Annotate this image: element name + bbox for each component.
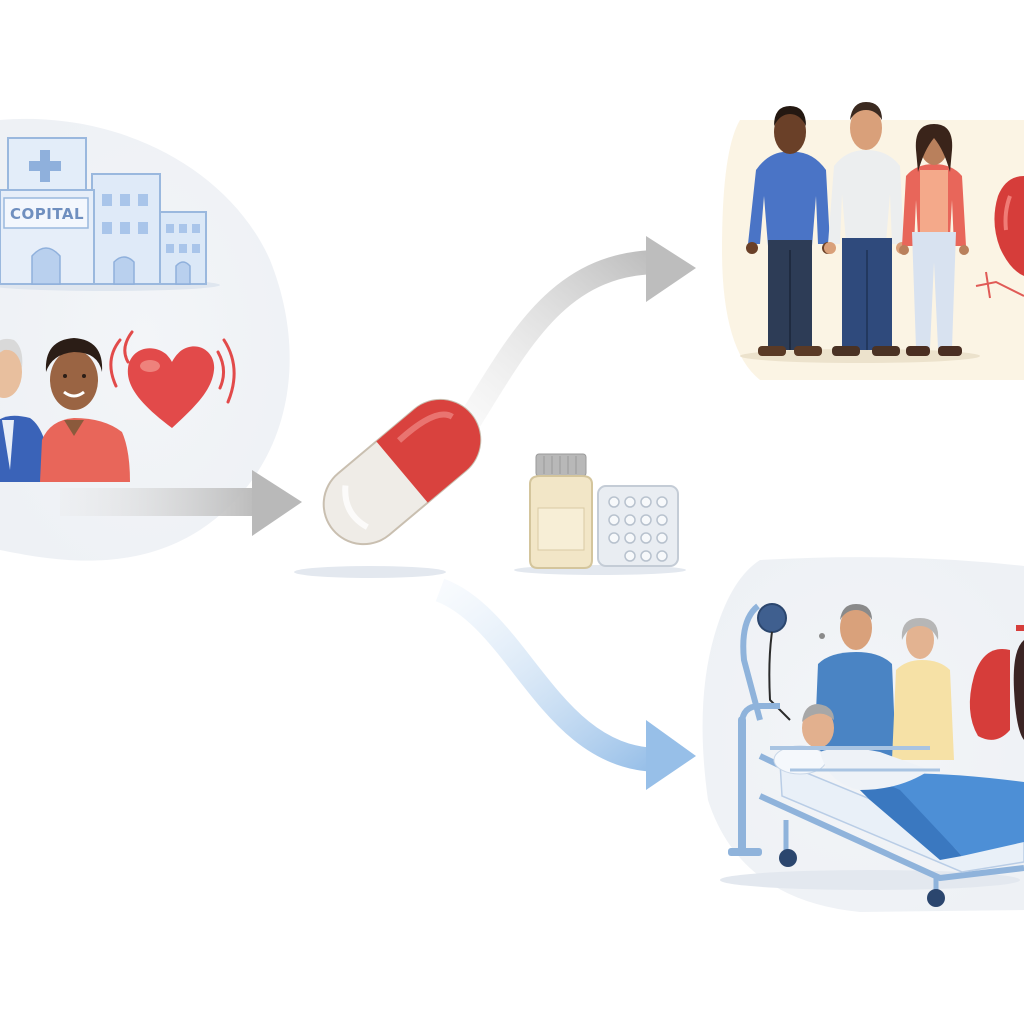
medicine-bottle-icon: [514, 453, 686, 575]
lung-organ-icon: [969, 625, 1024, 740]
arrow-to-treatment: [60, 470, 302, 536]
capsule-pill-icon: [294, 398, 482, 578]
arrow-to-poor-outcome: [435, 578, 696, 790]
visitor-woman-figure: [892, 618, 954, 760]
arrow-to-good-outcome: [459, 236, 696, 427]
healthy-outcome-group: [722, 102, 1024, 380]
visitor-man-figure: [814, 604, 896, 760]
patient-group-left: COPITAL: [0, 118, 290, 561]
blister-pack-icon: [597, 485, 679, 567]
heart-icon: [109, 330, 236, 428]
hospital-building-icon: COPITAL: [0, 137, 220, 291]
hospital-sign-text: COPITAL: [10, 205, 84, 223]
man-figure-blue: [746, 106, 834, 356]
woman-figure-coral: [899, 124, 969, 356]
elderly-man-figure: [0, 339, 52, 482]
woman-figure: [40, 338, 130, 482]
hospital-bed-icon: [728, 703, 1024, 907]
iv-monitor-icon: [740, 603, 825, 721]
heart-organ-icon: [975, 176, 1024, 299]
hospitalized-outcome-group: [702, 557, 1024, 912]
